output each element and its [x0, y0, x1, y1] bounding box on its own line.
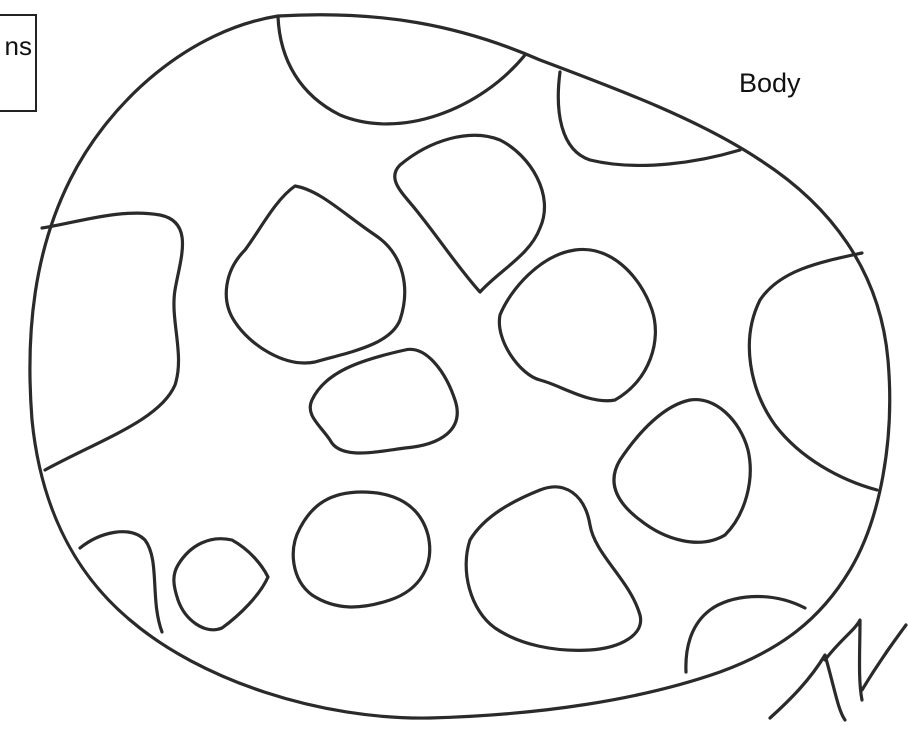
- spot-8: [466, 487, 640, 650]
- spot-3: [499, 249, 655, 400]
- spot-6: [174, 539, 268, 630]
- legend-label-box: ns: [0, 14, 37, 112]
- legend-label-text: ns: [5, 31, 32, 62]
- body-label: Body: [739, 68, 801, 99]
- edge-patch-top: [278, 17, 525, 124]
- edge-patch-right: [749, 253, 877, 490]
- spot-2: [395, 135, 545, 292]
- body-outline: [30, 15, 890, 718]
- spot-1: [226, 186, 404, 363]
- edge-patch-left: [42, 213, 183, 470]
- spot-4: [310, 349, 457, 453]
- edge-patch-top-right: [558, 72, 740, 165]
- spot-7: [293, 492, 429, 607]
- spot-5: [614, 400, 750, 543]
